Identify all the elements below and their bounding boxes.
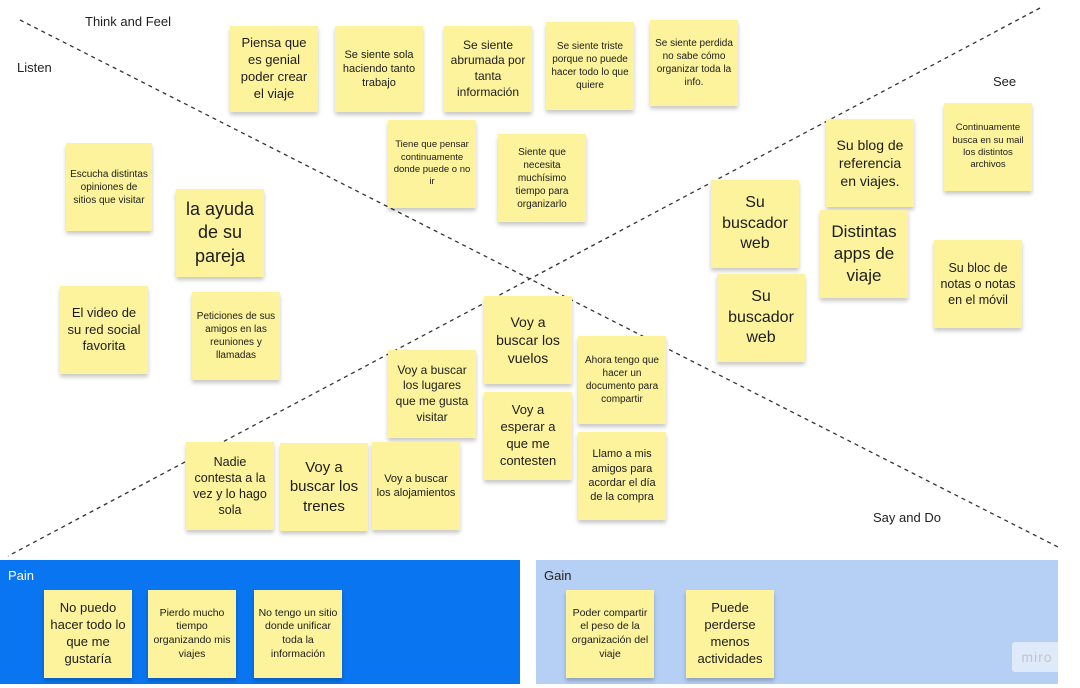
sticky-note-text: Voy a buscar los lugares que me gusta vi… (395, 362, 469, 424)
sticky-note[interactable]: Voy a buscar los alojamientos (372, 442, 460, 530)
sticky-note[interactable]: No puedo hacer todo lo que me gustaría (44, 590, 132, 678)
sticky-note[interactable]: Llamo a mis amigos para acordar el día d… (578, 432, 666, 520)
pain-label: Pain (8, 568, 35, 583)
quadrant-label-listen: Listen (17, 60, 52, 75)
sticky-note[interactable]: la ayuda de su pareja (176, 189, 264, 277)
sticky-note[interactable]: El video de su red social favorita (60, 286, 148, 374)
sticky-note[interactable]: Escucha distintas opiniones de sitios qu… (66, 143, 152, 231)
sticky-note[interactable]: Su buscador web (711, 180, 799, 268)
sticky-note-text: Nadie contesta a la vez y lo hago sola (193, 454, 267, 518)
sticky-note-text: Puede perderse menos actividades (697, 600, 763, 666)
sticky-note[interactable]: Continuamente busca en su mail los disti… (944, 103, 1032, 191)
sticky-note-text: Peticiones de sus amigos en las reunione… (196, 311, 276, 361)
sticky-note[interactable]: Voy a buscar los trenes (280, 443, 368, 531)
sticky-note-text: No tengo un sitio donde unificar toda la… (258, 606, 338, 660)
sticky-note-text: Escucha distintas opiniones de sitios qu… (70, 168, 148, 206)
sticky-note-text: Se siente perdida no sabe cómo organizar… (655, 38, 733, 88)
sticky-note-text: la ayuda de su pareja (185, 198, 255, 266)
sticky-note[interactable]: Voy a buscar los lugares que me gusta vi… (388, 350, 476, 438)
sticky-note[interactable]: Pierdo mucho tiempo organizando mis viaj… (148, 590, 236, 678)
sticky-note[interactable]: Voy a esperar a que me contesten (484, 392, 572, 480)
sticky-note-text: Continuamente busca en su mail los disti… (952, 122, 1024, 171)
sticky-note[interactable]: Se siente abrumada por tanta información (444, 26, 532, 112)
sticky-note-text: No puedo hacer todo lo que me gustaría (50, 600, 126, 666)
sticky-note[interactable]: Peticiones de sus amigos en las reunione… (192, 292, 280, 380)
sticky-note[interactable]: Se siente sola haciendo tanto trabajo (335, 26, 423, 112)
sticky-note-text: Llamo a mis amigos para acordar el día d… (588, 448, 656, 504)
sticky-note[interactable]: No tengo un sitio donde unificar toda la… (254, 590, 342, 678)
sticky-note-text: Su buscador web (722, 193, 788, 253)
sticky-note[interactable]: Siente que necesita muchísimo tiempo par… (498, 134, 586, 222)
sticky-note-text: Voy a buscar los vuelos (496, 313, 560, 367)
gain-label: Gain (544, 568, 572, 583)
sticky-note-text: Su blog de referencia en viajes. (836, 136, 904, 190)
sticky-note[interactable]: Nadie contesta a la vez y lo hago sola (186, 442, 274, 530)
sticky-note[interactable]: Distintas apps de viaje (820, 210, 908, 298)
quadrant-label-think-feel: Think and Feel (85, 14, 171, 29)
sticky-note[interactable]: Piensa que es genial poder crear el viaj… (230, 26, 318, 112)
sticky-note-text: Se siente triste porque no puede hacer t… (551, 41, 629, 91)
sticky-note-text: Su buscador web (728, 287, 794, 347)
sticky-note-text: El video de su red social favorita (67, 304, 141, 354)
sticky-note-text: Piensa que es genial poder crear el viaj… (240, 35, 308, 101)
sticky-note-text: Se siente sola haciendo tanto trabajo (342, 48, 416, 90)
sticky-note-text: Distintas apps de viaje (831, 221, 897, 286)
divider-line-ascending (7, 7, 1041, 557)
sticky-note[interactable]: Su blog de referencia en viajes. (826, 119, 914, 207)
sticky-note-text: Siente que necesita muchísimo tiempo par… (515, 146, 569, 210)
sticky-note-text: Su bloc de notas o notas en el móvil (940, 260, 1016, 308)
sticky-note-text: Pierdo mucho tiempo organizando mis viaj… (153, 606, 231, 660)
sticky-note-text: Se siente abrumada por tanta información (450, 37, 526, 99)
divider-line-descending (19, 19, 1061, 549)
sticky-note[interactable]: Voy a buscar los vuelos (484, 296, 572, 384)
sticky-note-text: Voy a esperar a que me contesten (499, 402, 557, 468)
sticky-note[interactable]: Se siente triste porque no puede hacer t… (546, 22, 634, 110)
sticky-note[interactable]: Tiene que pensar continuamente donde pue… (388, 120, 476, 208)
miro-watermark: miro (1012, 642, 1062, 672)
quadrant-label-say-do: Say and Do (873, 510, 941, 525)
sticky-note[interactable]: Puede perderse menos actividades (686, 590, 774, 678)
sticky-note[interactable]: Se siente perdida no sabe cómo organizar… (650, 20, 738, 106)
sticky-note[interactable]: Su bloc de notas o notas en el móvil (934, 240, 1022, 328)
sticky-note-text: Voy a buscar los trenes (289, 458, 359, 515)
sticky-note[interactable]: Su buscador web (717, 274, 805, 362)
sticky-note-text: Voy a buscar los alojamientos (376, 472, 456, 499)
sticky-note-text: Tiene que pensar continuamente donde pue… (393, 139, 471, 188)
sticky-note[interactable]: Ahora tengo que hacer un documento para … (578, 336, 666, 424)
quadrant-label-see: See (993, 74, 1017, 89)
sticky-note[interactable]: Poder compartir el peso de la organizaci… (566, 590, 654, 678)
sticky-note-text: Poder compartir el peso de la organizaci… (571, 606, 649, 660)
sticky-note-text: Ahora tengo que hacer un documento para … (585, 355, 659, 405)
